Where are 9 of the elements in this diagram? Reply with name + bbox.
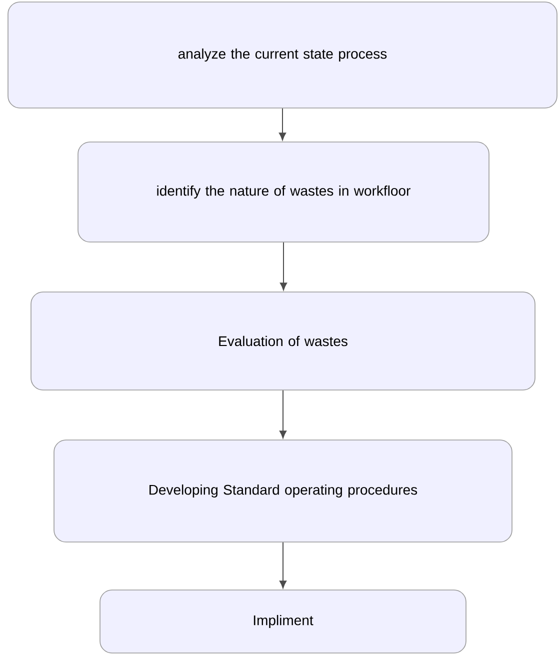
process-box: Developing Standard operating procedures — [54, 440, 512, 542]
arrow — [279, 542, 287, 588]
process-box: analyze the current state process — [8, 2, 558, 108]
arrow — [279, 390, 287, 438]
process-box: Evaluation of wastes — [30, 292, 536, 390]
arrow — [280, 242, 288, 290]
arrow — [278, 108, 286, 140]
process-box: identify the nature of wastes in workfloor — [78, 142, 490, 242]
process-box: Impliment — [100, 590, 466, 654]
